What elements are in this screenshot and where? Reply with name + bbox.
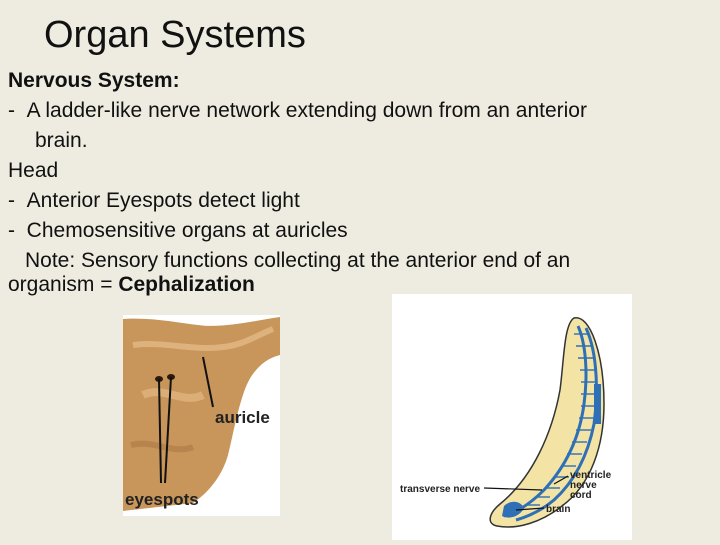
brain-mark — [502, 501, 524, 518]
slide-title: Organ Systems — [44, 14, 306, 56]
planarian-nervous-system-figure: transverse nerve ventricle nerve cord br… — [392, 294, 632, 540]
note-line-2-prefix: organism = — [8, 273, 119, 296]
left-nerve-cord — [503, 325, 588, 518]
planarian-head-illustration: auricle eyespots — [123, 317, 280, 511]
brain-label: brain — [546, 504, 570, 515]
nervous-system-heading: Nervous System: — [8, 69, 180, 92]
bullet-dash: - — [8, 189, 15, 212]
bullet-2: - Anterior Eyespots detect light — [8, 186, 708, 216]
auricle-label: auricle — [215, 408, 270, 427]
ventricle-label-line-1: ventricle — [570, 470, 612, 481]
note-line-1: Note: Sensory functions collecting at th… — [25, 249, 571, 272]
transverse-nerve-label: transverse nerve — [400, 484, 480, 495]
bullet-dash: - — [8, 99, 15, 122]
bullet-3-text: Chemosensitive organs at auricles — [26, 219, 348, 242]
bullet-dash: - — [8, 219, 15, 242]
eyespots-label: eyespots — [125, 490, 199, 509]
planarian-body-illustration: transverse nerve ventricle nerve cord br… — [400, 317, 612, 528]
bullet-1: - A ladder-like nerve network extending … — [8, 96, 708, 126]
slide-body: Nervous System: - A ladder-like nerve ne… — [8, 66, 708, 296]
head-heading: Head — [8, 159, 59, 182]
cephalization-term: Cephalization — [118, 273, 255, 296]
ventricle-label-line-2: nerve — [570, 480, 597, 491]
planarian-head-figure: auricle eyespots — [123, 315, 280, 516]
ventricle-segment — [594, 384, 601, 424]
note-line-2: organism = Cephalization — [8, 274, 708, 296]
bullet-2-text: Anterior Eyespots detect light — [26, 189, 300, 212]
ventricle-label-line-3: cord — [570, 490, 592, 501]
bullet-1-text: A ladder-like nerve network extending do… — [26, 99, 587, 122]
right-nerve-cord — [515, 327, 598, 522]
bullet-3: - Chemosensitive organs at auricles — [8, 216, 708, 246]
bullet-1-continuation: brain. — [35, 129, 88, 152]
